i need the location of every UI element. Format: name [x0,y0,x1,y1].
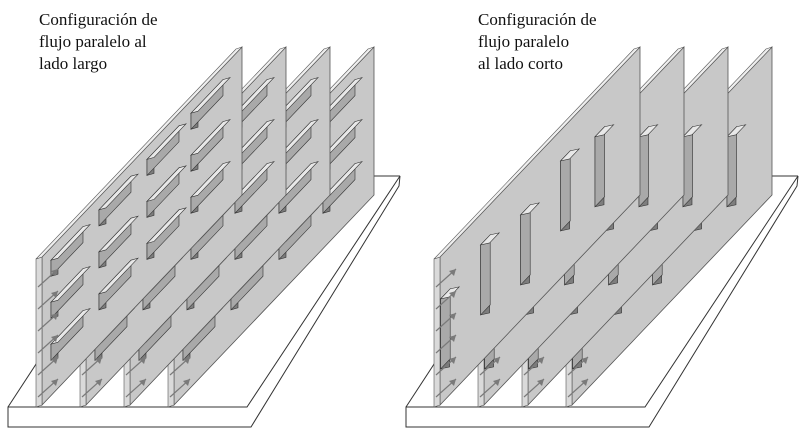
component-top [50,308,91,345]
arrow-diagonal-icon [537,379,544,386]
component-top [146,207,187,244]
arrow-diagonal-icon [493,357,500,364]
arrow-diagonal-icon [183,357,190,364]
arrow-diagonal-icon [183,379,190,386]
component-top [559,148,581,162]
component-top [519,202,541,216]
component-face [594,125,605,208]
arrow-diagonal-icon [581,357,588,364]
arrow-diagonal-icon [449,291,456,298]
component-top [146,165,187,202]
component-top [98,257,139,295]
component-top [479,232,501,246]
component-top [190,161,231,198]
arrow-diagonal-icon [449,379,456,386]
arrow-diagonal-icon [51,313,58,320]
arrow-diagonal-icon [493,379,500,386]
component-face [520,204,531,286]
component-top [98,215,139,253]
component-top [190,77,231,114]
caption-long-side: Configuración de flujo paralelo al lado … [39,10,158,73]
pcb-board-edge [35,256,43,408]
arrow-diagonal-icon [51,357,58,364]
arrow-diagonal-icon [449,313,456,320]
long-side-assembly [7,46,401,428]
arrow-diagonal-icon [449,269,456,276]
component-face [638,125,649,208]
pcb-board-edge [433,256,441,408]
component-top [594,124,615,138]
base-plate [7,175,401,428]
component-top [682,124,703,138]
component-top [50,224,91,261]
component-top [638,124,659,138]
caption-short-side: Configuración de flujo paralelo al lado … [478,10,597,73]
base-plate [405,175,799,428]
component-face [480,234,491,316]
component-face [726,125,737,208]
arrow-diagonal-icon [51,335,58,342]
pcb-board-top [433,46,641,260]
component-top [98,173,139,211]
component-top [146,123,187,160]
component-top [726,124,747,138]
arrow-diagonal-icon [51,269,58,276]
arrow-diagonal-icon [51,379,58,386]
pcb-board-top [35,46,243,260]
arrow-diagonal-icon [51,291,58,298]
component-face [682,125,693,208]
short-side-assembly [405,46,799,428]
arrow-diagonal-icon [95,357,102,364]
arrow-diagonal-icon [139,357,146,364]
arrow-diagonal-icon [139,379,146,386]
arrow-diagonal-icon [95,379,102,386]
component-top [190,119,231,156]
arrow-diagonal-icon [537,357,544,364]
arrow-diagonal-icon [581,379,588,386]
component-face [560,150,571,232]
component-top [50,266,91,303]
arrow-diagonal-icon [449,335,456,342]
arrow-diagonal-icon [449,357,456,364]
